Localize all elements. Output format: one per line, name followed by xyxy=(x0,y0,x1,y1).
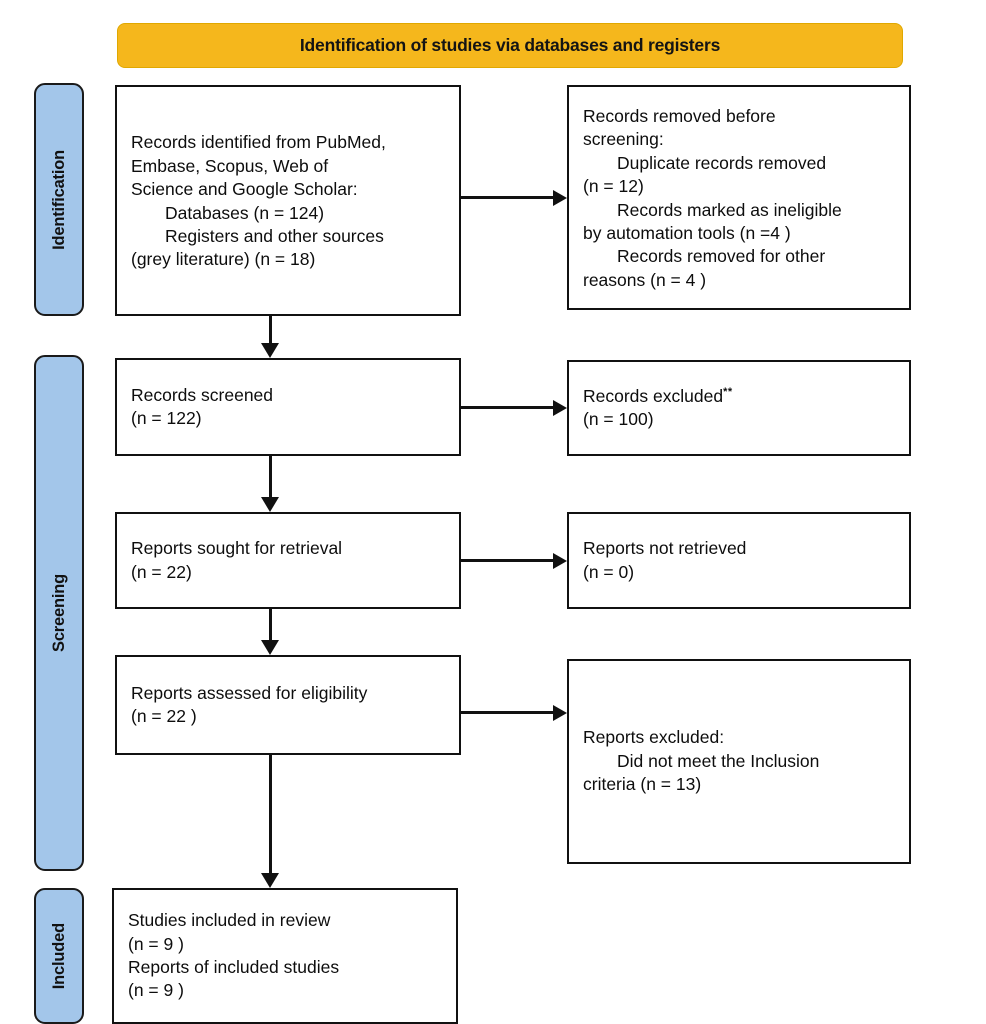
footnote-marker: ** xyxy=(723,385,733,398)
text-line: Reports excluded: xyxy=(583,727,725,748)
text-line: Reports sought for retrieval xyxy=(131,538,343,559)
box-reports-assessed: Reports assessed for eligibility (n = 22… xyxy=(115,655,461,755)
box-records-excluded-text: Records excluded** (n = 100) xyxy=(569,385,909,432)
stage-label-screening: Screening xyxy=(49,574,68,652)
text-line: Records marked as ineligible xyxy=(617,199,842,220)
text-line: Reports not retrieved xyxy=(583,538,747,559)
text-line: Databases (n = 124) xyxy=(165,202,325,223)
connector-line xyxy=(461,559,555,562)
box-records-identified: Records identified from PubMed, Embase, … xyxy=(115,85,461,316)
text-line: Reports assessed for eligibility xyxy=(131,682,368,703)
text-line: Studies included in review xyxy=(128,910,331,931)
box-records-identified-text: Records identified from PubMed, Embase, … xyxy=(117,129,459,272)
text-fragment: : xyxy=(658,129,664,150)
text-line: (n = 22) xyxy=(131,561,192,582)
text-fragment-italic: screening xyxy=(583,129,659,150)
text-fragment: Records removed xyxy=(583,105,726,126)
box-records-removed: Records removed before screening: Duplic… xyxy=(567,85,911,310)
box-reports-sought-text: Reports sought for retrieval (n = 22) xyxy=(117,537,459,584)
text-line: (n = 9 ) xyxy=(128,933,184,954)
connector-line xyxy=(269,456,272,499)
identification-banner: Identification of studies via databases … xyxy=(117,23,903,68)
connector-line xyxy=(461,406,555,409)
text-fragment-italic: before xyxy=(725,105,776,126)
banner-title: Identification of studies via databases … xyxy=(299,35,721,55)
connector-line xyxy=(269,316,272,346)
text-line: Records screened xyxy=(131,384,274,405)
text-line: Records removed for other xyxy=(617,246,826,267)
arrow-head-right-icon xyxy=(553,190,567,206)
connector-line xyxy=(269,755,272,875)
text-line: screening: xyxy=(583,128,895,151)
arrow-head-down-icon xyxy=(261,640,279,655)
text-line: Embase, Scopus, Web of xyxy=(131,155,329,176)
text-line: Duplicate records removed xyxy=(617,152,827,173)
arrow-head-down-icon xyxy=(261,873,279,888)
text-line: criteria (n = 13) xyxy=(583,774,702,795)
text-line: Records excluded** xyxy=(583,385,895,408)
text-line: (n = 12) xyxy=(583,176,644,197)
box-reports-assessed-text: Reports assessed for eligibility (n = 22… xyxy=(117,682,459,729)
text-line: Did not meet the Inclusion xyxy=(617,750,820,771)
text-line: (grey literature) (n = 18) xyxy=(131,249,316,270)
arrow-head-down-icon xyxy=(261,497,279,512)
arrow-head-down-icon xyxy=(261,343,279,358)
text-line: (n = 100) xyxy=(583,409,654,429)
text-line: Science and Google Scholar: xyxy=(131,179,358,200)
stage-label-included: Included xyxy=(49,922,68,990)
arrow-head-right-icon xyxy=(553,705,567,721)
stage-tab-included: Included xyxy=(34,888,84,1024)
box-reports-not-retrieved-text: Reports not retrieved (n = 0) xyxy=(569,537,909,584)
text-fragment: Records excluded xyxy=(583,385,724,406)
box-records-screened: Records screened (n = 122) xyxy=(115,358,461,456)
box-reports-excluded: Reports excluded: Did not meet the Inclu… xyxy=(567,659,911,864)
connector-line xyxy=(461,196,555,199)
box-reports-excluded-text: Reports excluded: Did not meet the Inclu… xyxy=(569,726,909,796)
text-line: Records removed before xyxy=(583,105,895,128)
stage-tab-screening: Screening xyxy=(34,355,84,871)
text-line: Registers and other sources xyxy=(165,225,384,246)
text-line: reasons (n = 4 ) xyxy=(583,269,707,290)
stage-label-identification: Identification xyxy=(49,149,68,250)
box-reports-sought: Reports sought for retrieval (n = 22) xyxy=(115,512,461,609)
text-line: (n = 122) xyxy=(131,408,202,428)
text-line: (n = 22 ) xyxy=(131,706,197,726)
box-records-excluded: Records excluded** (n = 100) xyxy=(567,360,911,456)
text-line: by automation tools (n =4 ) xyxy=(583,222,791,243)
arrow-head-right-icon xyxy=(553,400,567,416)
box-studies-included-text: Studies included in review (n = 9 ) Repo… xyxy=(114,909,456,1003)
box-records-screened-text: Records screened (n = 122) xyxy=(117,384,459,431)
box-reports-not-retrieved: Reports not retrieved (n = 0) xyxy=(567,512,911,609)
stage-tab-identification: Identification xyxy=(34,83,84,316)
text-line: Records identified from PubMed, xyxy=(131,132,386,153)
arrow-head-right-icon xyxy=(553,553,567,569)
box-records-removed-text: Records removed before screening: Duplic… xyxy=(569,103,909,293)
box-studies-included: Studies included in review (n = 9 ) Repo… xyxy=(112,888,458,1024)
connector-line xyxy=(461,711,555,714)
text-line: Reports of included studies xyxy=(128,957,340,977)
text-line: (n = 0) xyxy=(583,561,635,582)
connector-line xyxy=(269,609,272,642)
text-line: (n = 9 ) xyxy=(128,980,184,1001)
